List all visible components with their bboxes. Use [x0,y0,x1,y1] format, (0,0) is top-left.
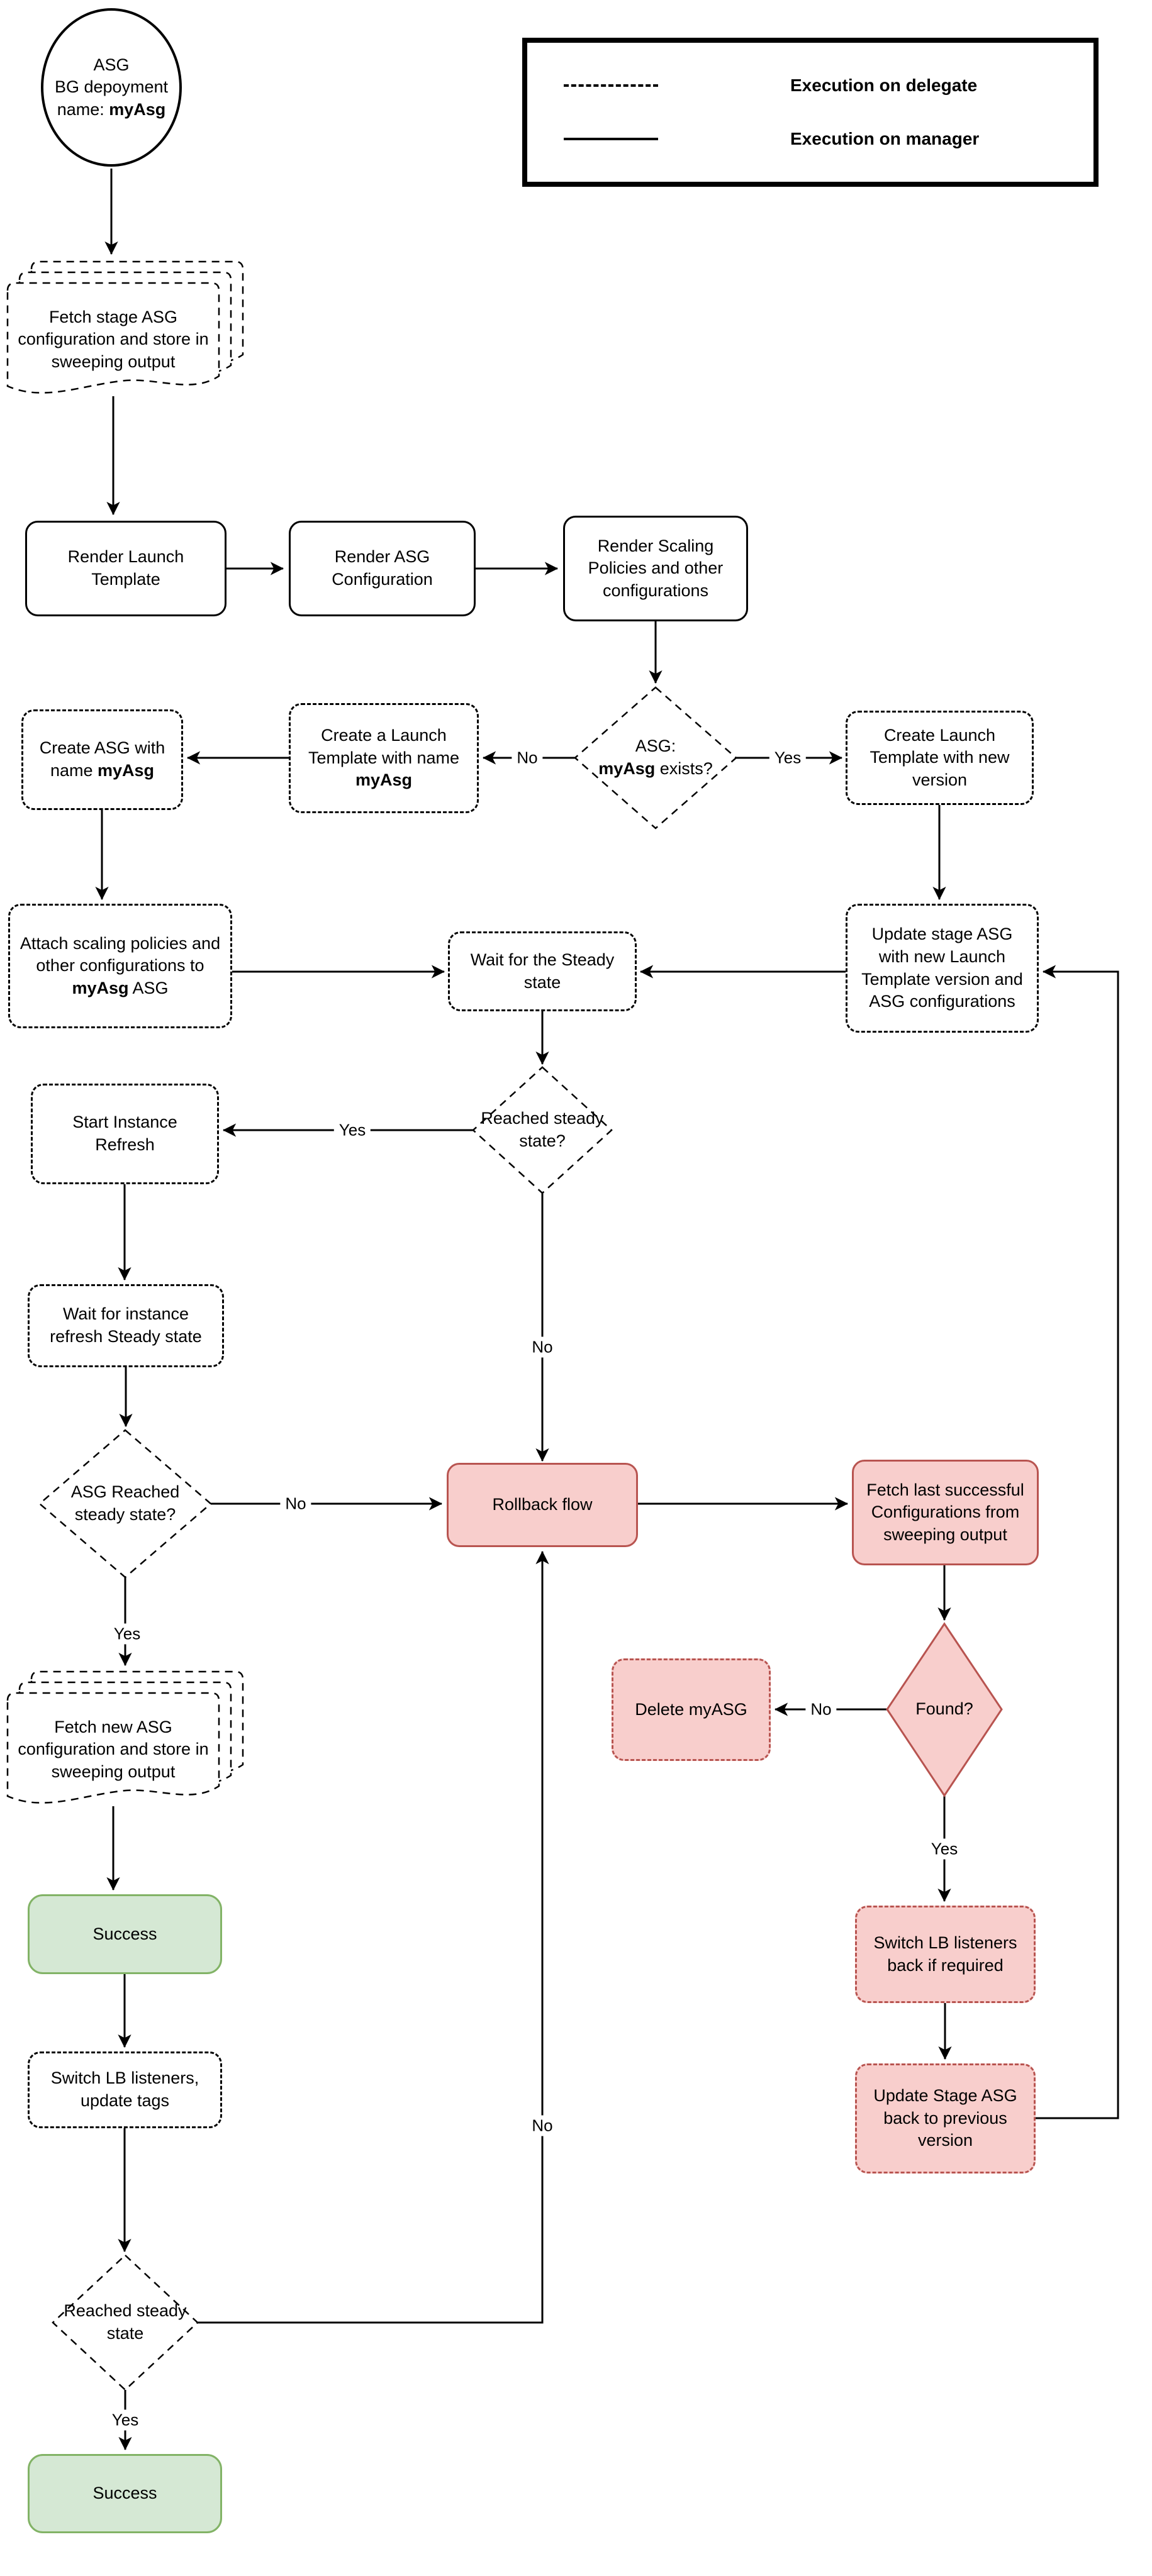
start-line2: BG depoyment [54,77,169,97]
edge-label-exists-yes: Yes [769,747,807,769]
legend-row-delegate: Execution on delegate [564,75,1057,96]
node-update-stage-back: Update Stage ASG back to previous versio… [855,2063,1036,2174]
edge-label-reached1-yes: Yes [333,1119,371,1141]
node-fetch-new-config: Fetch new ASG configuration and store in… [18,1717,209,1781]
edge-label-asg-reached-yes: Yes [108,1623,146,1645]
node-delete-myasg: Delete myASG [612,1658,771,1761]
diamond-reached-steady-1 [472,1066,613,1194]
diamond-found [886,1622,1003,1797]
edge-label-asg-reached-no: No [280,1493,311,1514]
node-fetch-last-successful: Fetch last successful Configurations fro… [852,1460,1039,1565]
legend: Execution on delegate Execution on manag… [522,38,1099,187]
legend-row-manager: Execution on manager [564,129,1057,149]
node-create-launch-template-new: Create Launch Template with new version [846,711,1034,805]
legend-delegate-label: Execution on delegate [790,75,978,96]
node-update-stage-asg: Update stage ASG with new Launch Templat… [846,904,1039,1033]
multidoc-fetch-new-config [6,1670,244,1804]
edge-label-reached2-yes: Yes [106,2409,144,2431]
node-rollback-flow: Rollback flow [447,1463,638,1547]
edge-label-exists-no: No [512,747,543,769]
edge-label-reached2-no: No [527,2115,558,2136]
edge-reached2-no-loop [198,1550,549,2324]
legend-solid-line-sample [564,137,658,140]
legend-manager-label: Execution on manager [790,128,980,148]
node-render-scaling-policies: Render Scaling Policies and other config… [563,516,748,621]
edge-updateback-to-update-loop [1036,965,1119,2119]
node-reached-steady-1: Reached steady state? [481,1109,604,1150]
node-start: ASG BG depoyment name: myAsg [41,8,182,167]
start-line3: name: myAsg [57,99,166,119]
diamond-asg-reached-steady [38,1429,212,1579]
node-asg-exists: ASG: myAsg exists? [598,736,713,778]
node-asg-reached-steady: ASG Reached steady state? [70,1482,180,1524]
node-wait-steady: Wait for the Steady state [448,931,637,1011]
node-create-a-launch-template: Create a Launch Template with name myAsg [289,703,479,813]
node-success-1: Success [28,1894,222,1974]
node-found: Found? [915,1699,973,1719]
node-attach-scaling-policies: Attach scaling policies and other config… [8,904,232,1028]
node-switch-lb-back: Switch LB listeners back if required [855,1906,1036,2003]
node-create-asg: Create ASG with name myAsg [21,709,183,810]
diamond-reached-steady-2 [52,2254,199,2391]
node-start-instance-refresh: Start Instance Refresh [31,1084,219,1184]
node-render-asg-configuration: Render ASG Configuration [289,521,476,616]
node-render-launch-template: Render Launch Template [25,521,226,616]
node-reached-steady-2: Reached steady state [64,2301,187,2343]
node-fetch-stage-config: Fetch stage ASG configuration and store … [18,307,209,371]
edge-label-reached1-no: No [527,1336,558,1358]
start-line1: ASG [93,55,130,74]
multidoc-fetch-stage-config [6,260,244,394]
node-success-2: Success [28,2454,222,2533]
node-wait-instance-refresh: Wait for instance refresh Steady state [28,1284,224,1367]
edge-label-found-yes: Yes [926,1838,963,1860]
node-switch-lb-update-tags: Switch LB listeners, update tags [28,2051,222,2128]
diamond-asg-exists [574,686,737,830]
edge-label-found-no: No [805,1699,837,1720]
legend-dashed-line-sample [564,84,658,87]
